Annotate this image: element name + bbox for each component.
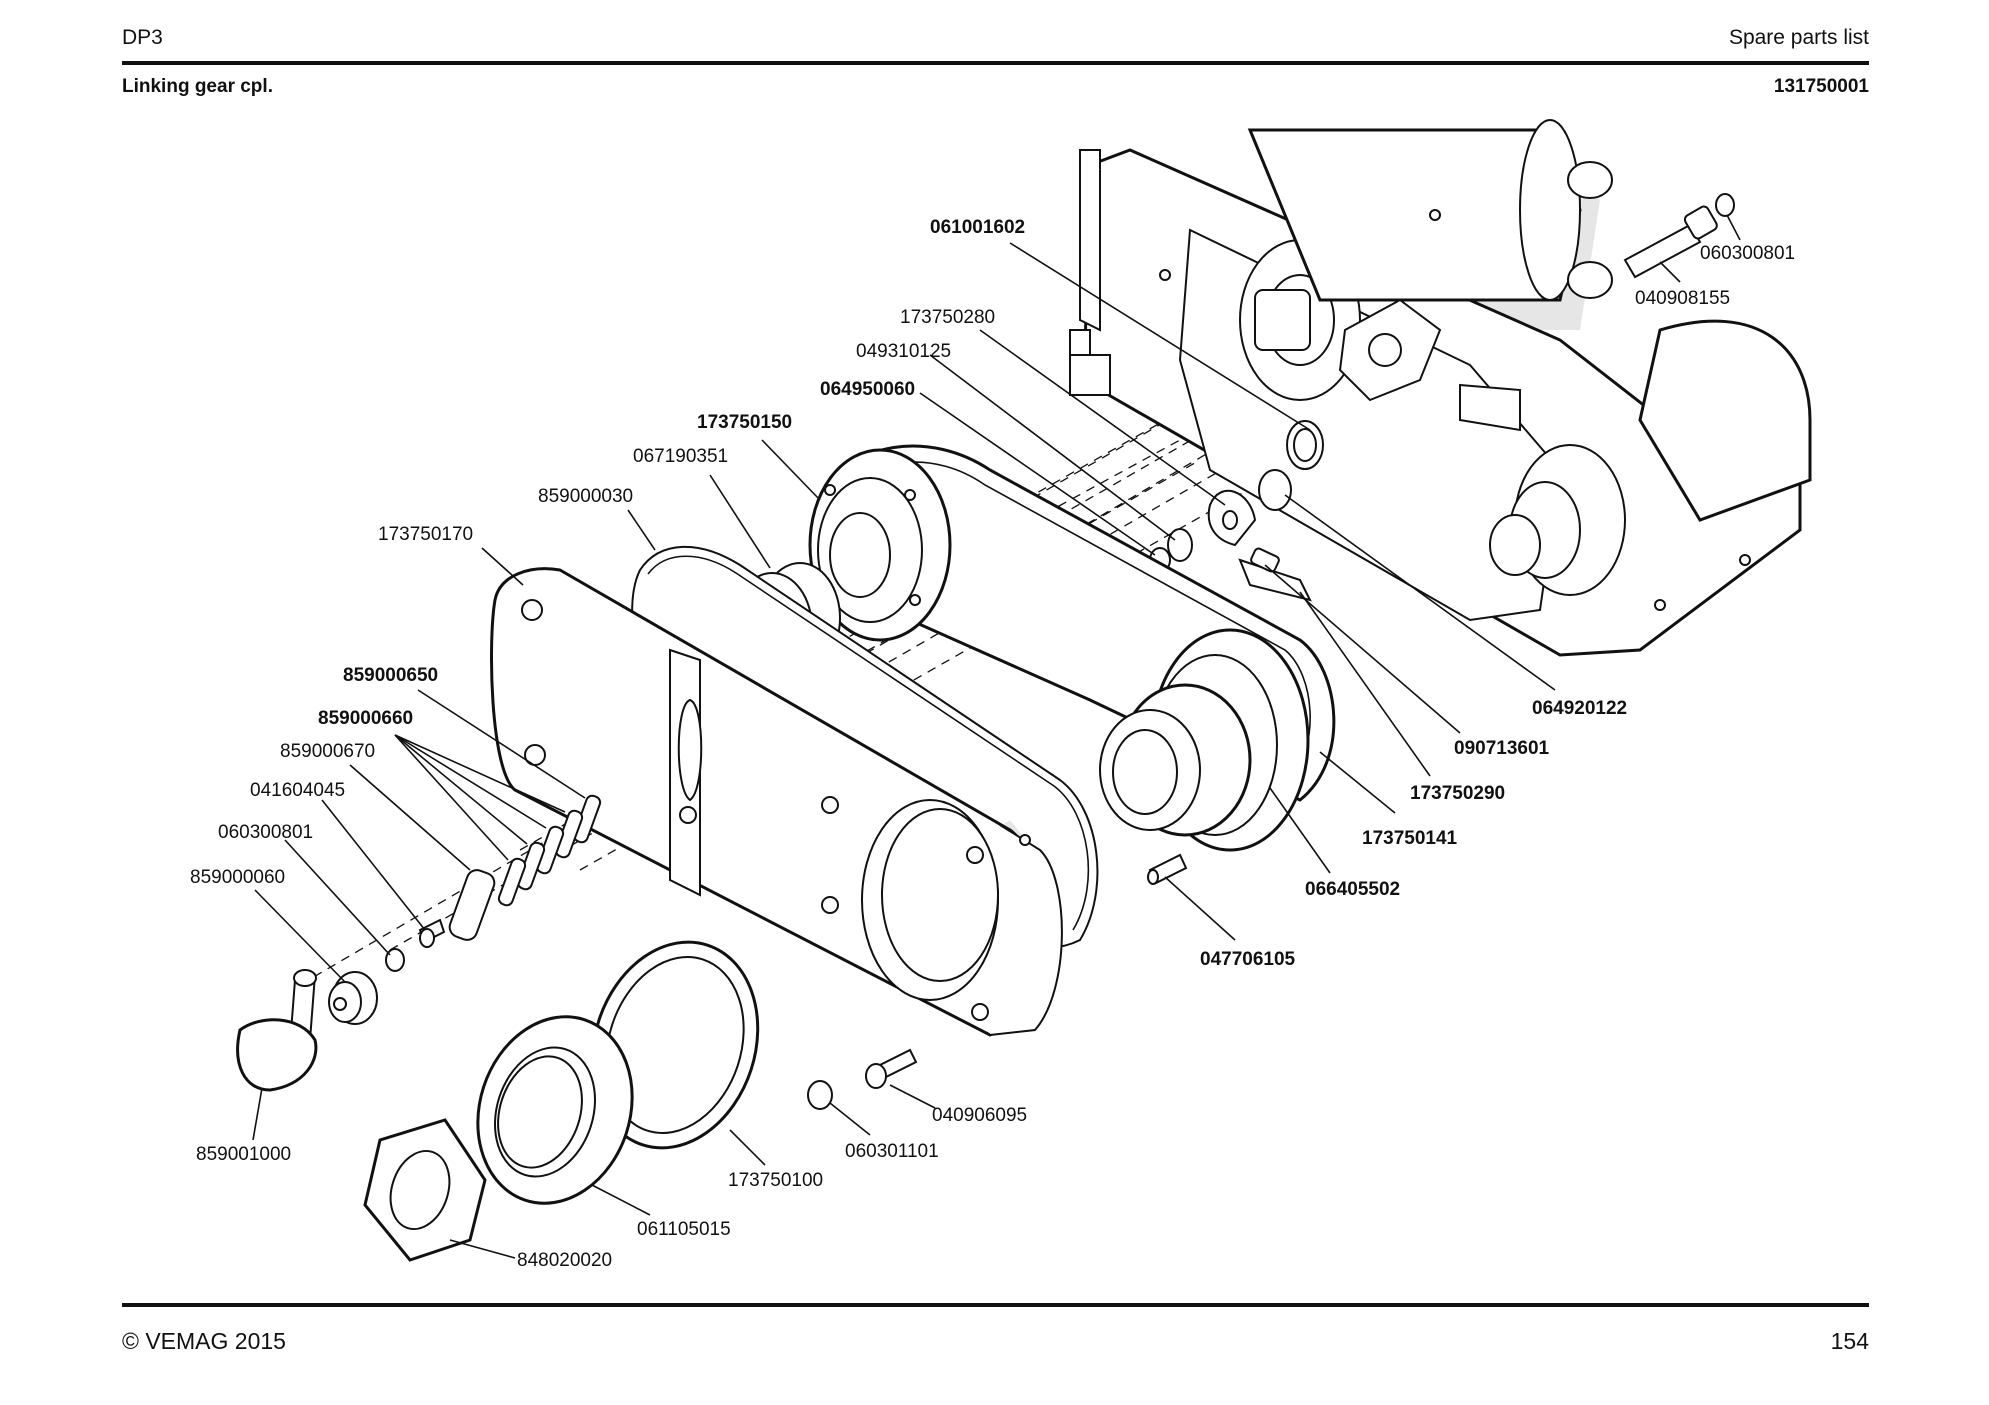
document-name: DP3 [122,26,163,49]
upper-pulley [808,448,952,642]
handle-parts [236,918,446,1092]
leader-lines [252,214,1741,1259]
top-screw [1623,193,1735,279]
part-labels: 061001602 060300801 040908155 173750280 … [190,217,1795,1271]
label-040906095: 040906095 [932,1105,1027,1126]
footer-rule [122,1303,1869,1307]
label-859000030: 859000030 [538,486,633,507]
label-060300801-left: 060300801 [218,822,313,843]
label-049310125: 049310125 [856,341,951,362]
shims [448,794,602,941]
page-number: 154 [1830,1328,1869,1354]
label-047706105: 047706105 [1200,949,1296,970]
label-859000660: 859000660 [318,708,413,729]
label-859001000: 859001000 [196,1144,291,1165]
label-060301101: 060301101 [845,1141,939,1162]
label-173750290: 173750290 [1410,783,1505,804]
small-parts-mid [1149,420,1324,602]
shaft-seal [476,1015,634,1205]
label-060300801-top: 060300801 [1700,243,1795,264]
label-041604045: 041604045 [250,780,345,801]
cover-plate [490,567,1063,1037]
label-173750141: 173750141 [1362,828,1458,849]
label-173750100: 173750100 [728,1170,823,1191]
label-090713601: 090713601 [1454,738,1550,759]
gearbox-housing [1069,119,1812,657]
copyright: © VEMAG 2015 [122,1328,286,1354]
label-859000060: 859000060 [190,867,285,888]
assembly-title: Linking gear cpl. [122,76,273,97]
label-173750170: 173750170 [378,524,473,545]
label-067190351: 067190351 [633,446,728,467]
pin [1147,853,1188,885]
hex-nut [363,1118,487,1262]
label-173750280: 173750280 [900,307,995,328]
label-064920122: 064920122 [1532,698,1627,719]
label-061105015: 061105015 [637,1219,731,1240]
label-064950060: 064950060 [820,379,915,400]
label-848020020: 848020020 [517,1250,612,1271]
header-rule [122,61,1869,65]
label-859000670: 859000670 [280,741,375,762]
label-061001602: 061001602 [930,217,1025,238]
label-040908155: 040908155 [1635,288,1730,309]
seal-ring [590,940,760,1150]
assembly-number: 131750001 [1773,76,1869,97]
lower-pulley [1099,628,1310,852]
label-173750150: 173750150 [697,412,792,433]
document-type: Spare parts list [1728,26,1869,49]
label-859000650: 859000650 [343,665,438,686]
label-066405502: 066405502 [1305,879,1400,900]
bottom-screw [807,1048,918,1110]
